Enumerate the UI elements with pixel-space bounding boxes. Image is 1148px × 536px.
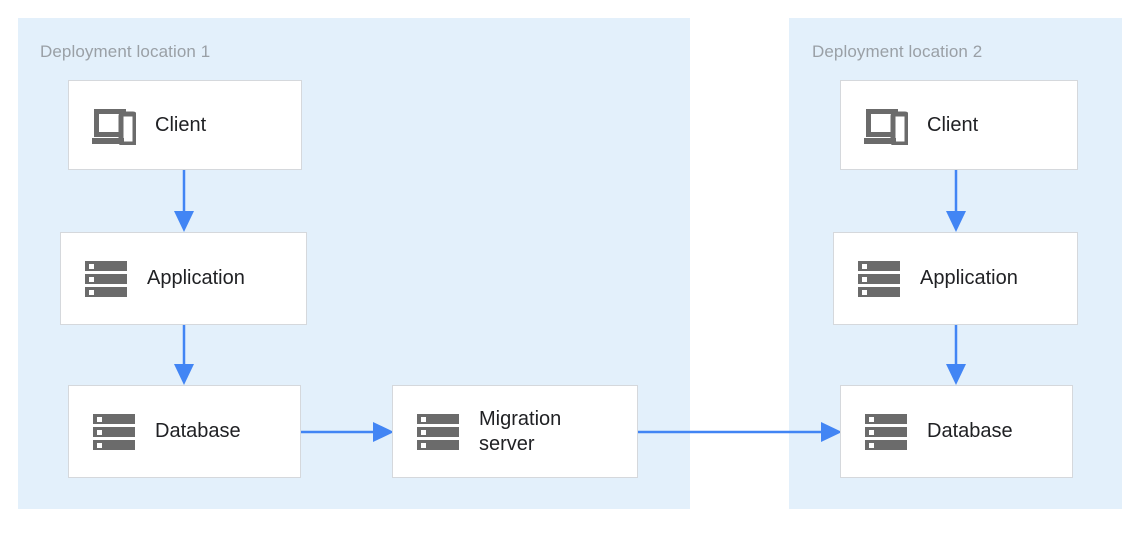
server-icon bbox=[863, 409, 909, 455]
edge-db1-migration-arrow bbox=[299, 422, 394, 442]
node-application-2-label: Application bbox=[920, 267, 1018, 289]
node-client-2-label: Client bbox=[927, 113, 979, 136]
deployment-location-1-label: Deployment location 1 bbox=[40, 42, 211, 61]
server-icon bbox=[415, 409, 461, 455]
node-application-1[interactable]: Application bbox=[60, 232, 307, 325]
server-icon bbox=[83, 256, 129, 302]
edge-app2-db2-arrow bbox=[946, 323, 966, 385]
node-application-1-label: Application bbox=[147, 267, 245, 289]
node-client-2[interactable]: Client bbox=[840, 80, 1078, 170]
node-database-1-label: Database bbox=[155, 420, 241, 442]
node-migration-server[interactable]: Migration server bbox=[392, 385, 638, 478]
edge-app1-db1-arrow bbox=[174, 323, 194, 385]
devices-icon bbox=[863, 102, 909, 148]
deployment-location-2-label: Deployment location 2 bbox=[812, 42, 983, 61]
node-database-1[interactable]: Database bbox=[68, 385, 301, 478]
node-application-2[interactable]: Application bbox=[833, 232, 1078, 325]
node-client-1-label: Client bbox=[155, 113, 207, 136]
server-icon bbox=[91, 409, 137, 455]
node-migration-server-label: Migration server bbox=[479, 407, 562, 455]
edge-migration-db2-arrow bbox=[637, 422, 842, 442]
node-database-2[interactable]: Database bbox=[840, 385, 1073, 478]
edge-client1-app1-arrow bbox=[174, 168, 194, 232]
node-client-1[interactable]: Client bbox=[68, 80, 302, 170]
node-database-2-label: Database bbox=[927, 420, 1013, 442]
server-icon bbox=[856, 256, 902, 302]
devices-icon bbox=[91, 102, 137, 148]
edge-client2-app2-arrow bbox=[946, 168, 966, 232]
